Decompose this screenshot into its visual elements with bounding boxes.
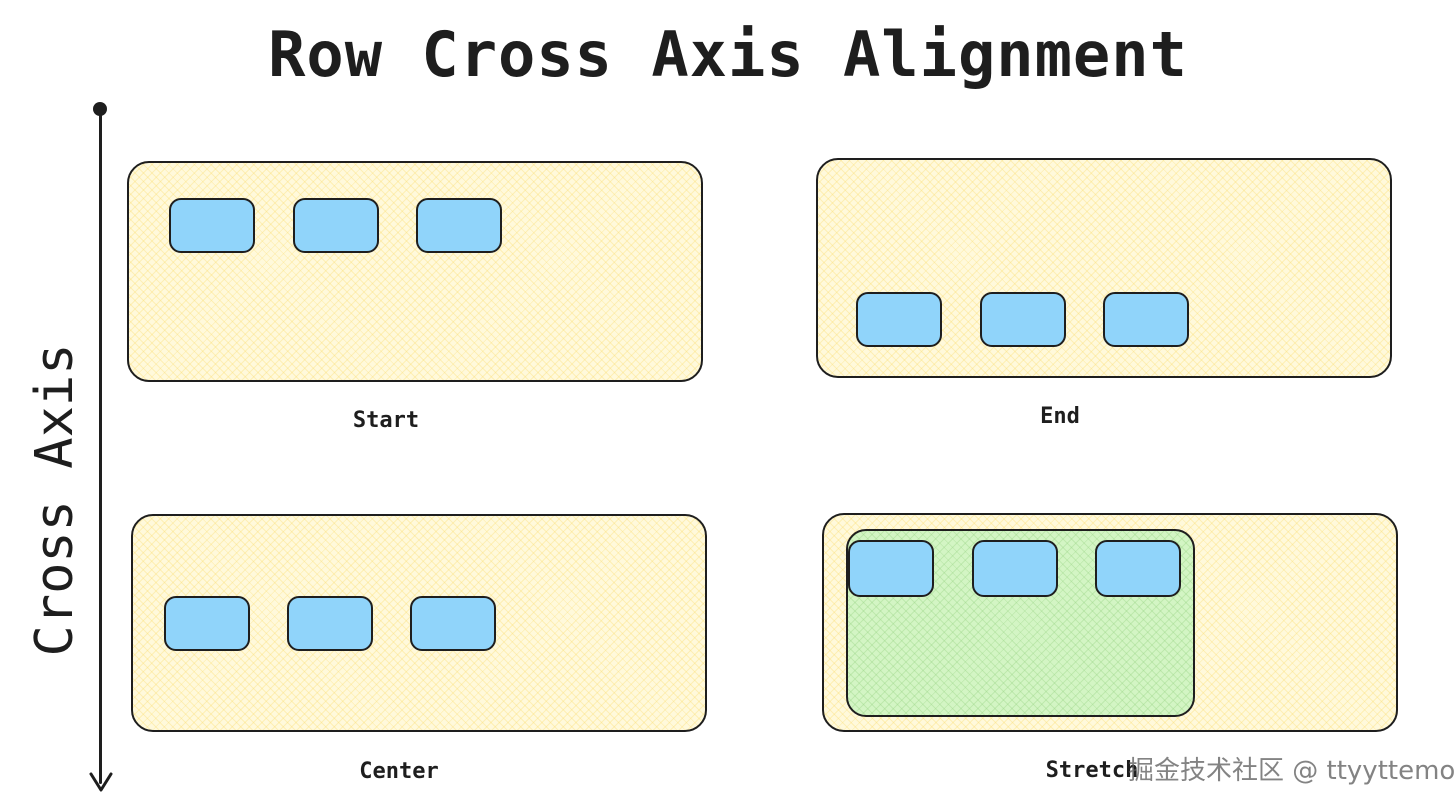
cross-axis-label: Cross Axis — [25, 343, 85, 657]
flex-item — [293, 198, 379, 253]
flex-item — [164, 596, 250, 651]
panel-label-stretch: Stretch — [1045, 758, 1139, 783]
flex-item — [410, 596, 496, 651]
flex-item — [1095, 540, 1181, 597]
flex-item — [1103, 292, 1189, 347]
flex-item — [287, 596, 373, 651]
flex-item — [169, 198, 255, 253]
cross-axis-line — [99, 108, 102, 784]
flex-item — [980, 292, 1066, 347]
panel-label-start: Start — [352, 408, 420, 433]
arrow-down-icon — [89, 772, 113, 792]
flex-item — [416, 198, 502, 253]
flex-item — [856, 292, 942, 347]
panel-label-center: Center — [359, 759, 439, 784]
panel-label-end: End — [1040, 404, 1080, 429]
flex-item — [848, 540, 934, 597]
panel-start — [127, 161, 703, 382]
diagram-title: Row Cross Axis Alignment — [268, 18, 1188, 91]
watermark: 掘金技术社区 @ ttyyttemo — [1128, 756, 1456, 786]
flex-item — [972, 540, 1058, 597]
